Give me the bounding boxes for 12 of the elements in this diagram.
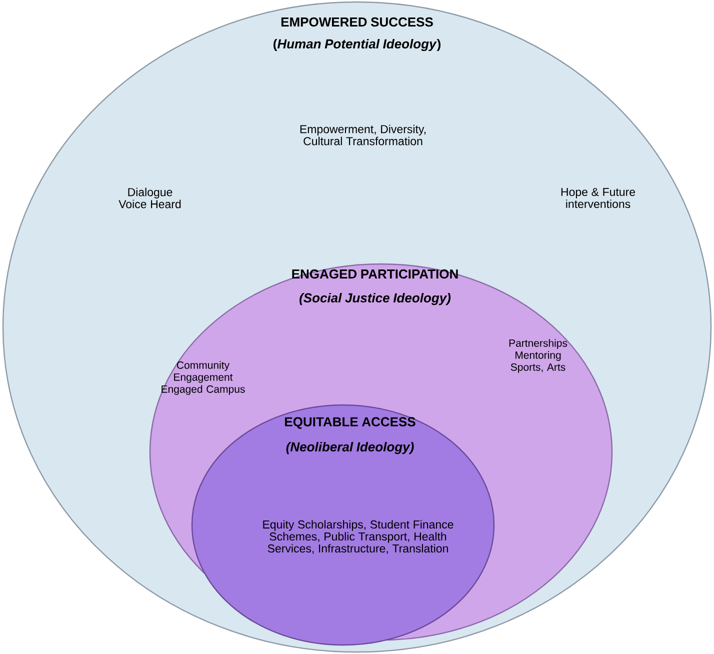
label-text: Hope & Future interventions [561, 188, 635, 208]
label-text: Empowerment, Diversity, Cultural Transformation [300, 124, 426, 146]
heading: EMPOWERED SUCCESS [281, 17, 433, 27]
label-text: Partnerships Mentoring Sports, Arts [509, 339, 568, 373]
subheading: (Social Justice Ideology) [300, 292, 451, 306]
subheading: (Human Potential Ideology) [274, 38, 440, 52]
label-text: Equity Scholarships, Student Finance Schemes, Public Transport, Health Services, Infrastructure, Translation [263, 520, 454, 554]
heading: ENGAGED PARTICIPATION [292, 269, 458, 279]
subheading: (Neoliberal Ideology) [286, 442, 414, 454]
heading: EQUITABLE ACCESS [285, 417, 416, 429]
label-text: Dialogue Voice Heard [118, 188, 181, 208]
label-text: Community Engagement Engaged Campus [162, 361, 245, 395]
